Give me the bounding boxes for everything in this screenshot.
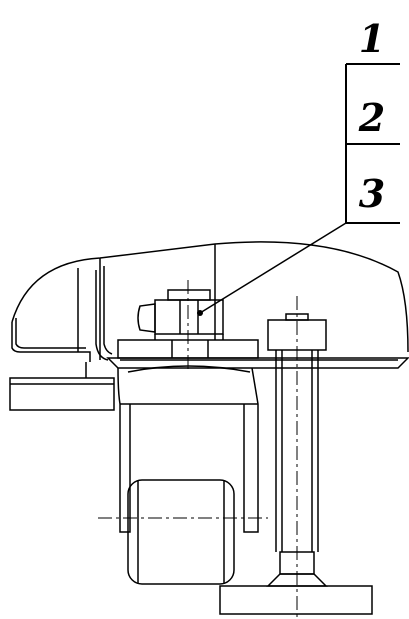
dome-cover xyxy=(11,241,409,362)
callout-label-1: 1 xyxy=(359,16,385,61)
callout-label-2: 2 xyxy=(358,95,385,140)
callout-label-3: 3 xyxy=(359,171,385,216)
caster-fork xyxy=(117,365,259,533)
leader-line xyxy=(199,222,347,314)
left-bracket xyxy=(9,362,115,411)
callout-table xyxy=(345,63,400,224)
base-plate xyxy=(106,357,409,369)
caster-wheel xyxy=(127,479,235,585)
leveling-screw xyxy=(219,313,373,615)
hex-nut xyxy=(137,289,224,358)
